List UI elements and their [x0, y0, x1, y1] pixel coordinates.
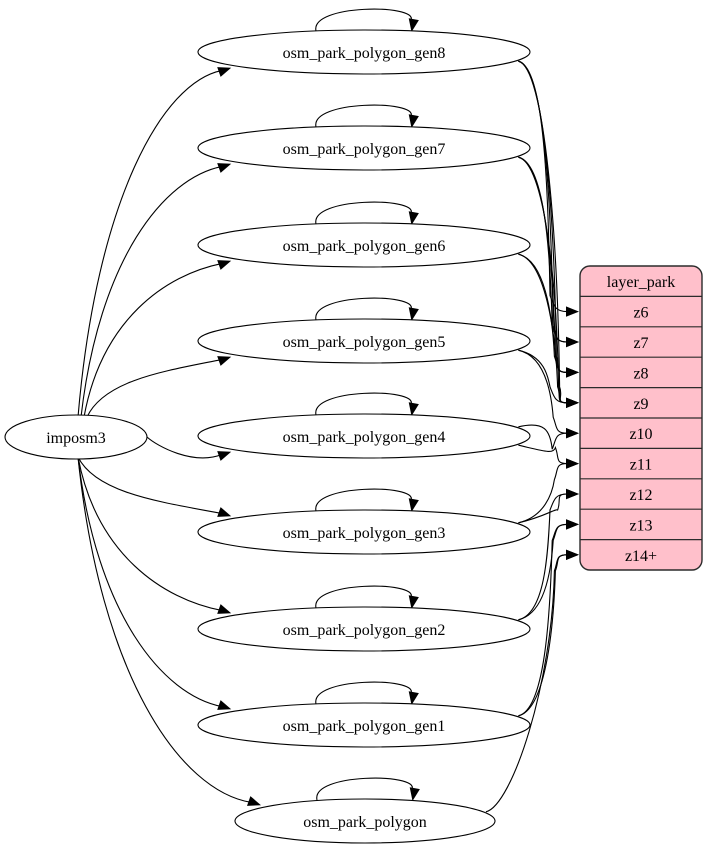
- self-loop-osm_park_polygon_gen5: [315, 297, 412, 321]
- arrow-imposm3-to-node: [217, 451, 232, 461]
- arrow-self-loop: [409, 787, 420, 801]
- edge-osm_park_polygon_gen3-to-z12: [518, 493, 568, 524]
- table-row-z6[interactable]: z6: [633, 305, 648, 322]
- self-loop-osm_park_polygon_gen2: [315, 585, 412, 609]
- table-row-z11[interactable]: z11: [630, 457, 653, 474]
- node-osm_park_polygon_gen1[interactable]: [197, 702, 531, 748]
- self-loop-osm_park_polygon: [316, 777, 413, 801]
- arrow-imposm3-to-node: [217, 604, 232, 614]
- arrow-to-row-z14plus: [566, 549, 579, 560]
- edge-osm_park_polygon-to-z14plus: [485, 554, 568, 813]
- node-osm_park_polygon_gen6[interactable]: [197, 222, 531, 268]
- self-loop-osm_park_polygon_gen1: [315, 681, 412, 705]
- node-osm_park_polygon_gen8-label: osm_park_polygon_gen8: [283, 45, 446, 62]
- self-loop-osm_park_polygon_gen7: [315, 104, 412, 128]
- node-osm_park_polygon_gen7-label: osm_park_polygon_gen7: [283, 141, 446, 158]
- arrow-self-loop: [408, 114, 419, 128]
- table-row-z9[interactable]: z9: [633, 396, 648, 413]
- table-row-z14plus[interactable]: z14+: [625, 548, 657, 565]
- node-osm_park_polygon_gen4[interactable]: [197, 413, 531, 459]
- table-row-z12[interactable]: z12: [629, 487, 652, 504]
- edge-imposm3-to-osm_park_polygon_gen8: [77, 69, 223, 418]
- node-osm_park_polygon[interactable]: [234, 798, 496, 844]
- edge-osm_park_polygon_gen4-to-z10: [518, 424, 568, 450]
- arrow-imposm3-to-node: [217, 260, 232, 270]
- table-row-z8[interactable]: z8: [633, 365, 648, 382]
- node-osm_park_polygon_gen5-label: osm_park_polygon_gen5: [283, 334, 446, 351]
- self-loop-osm_park_polygon_gen6: [315, 201, 412, 225]
- arrow-self-loop: [408, 402, 419, 416]
- edge-osm_park_polygon_gen8-to-z9: [518, 60, 568, 404]
- self-loop-osm_park_polygon_gen3: [315, 488, 412, 512]
- arrow-imposm3-to-node: [247, 796, 261, 806]
- edge-osm_park_polygon_gen1-to-z14plus: [518, 554, 568, 717]
- edge-osm_park_polygon_gen2-to-z13: [518, 523, 568, 621]
- edge-osm_park_polygon_gen5-to-z10: [518, 349, 568, 434]
- table-row-z7[interactable]: z7: [633, 335, 648, 352]
- node-osm_park_polygon_gen3-label: osm_park_polygon_gen3: [283, 525, 446, 542]
- node-osm_park_polygon_gen8[interactable]: [197, 29, 531, 75]
- arrow-to-row-z10: [566, 428, 579, 439]
- node-imposm3[interactable]: [4, 414, 148, 460]
- node-osm_park_polygon_gen7[interactable]: [197, 125, 531, 171]
- layer-park-table: layer_park z6 z7 z8 z9 z10 z11 z12 z13 z14+: [579, 265, 703, 571]
- edge-osm_park_polygon_gen8-to-z7: [518, 60, 568, 343]
- arrow-self-loop: [408, 498, 419, 512]
- node-imposm3-label: imposm3: [46, 430, 106, 447]
- edge-osm_park_polygon_gen2-to-z12: [518, 493, 568, 621]
- node-osm_park_polygon_gen3[interactable]: [197, 509, 531, 555]
- edge-imposm3-to-osm_park_polygon_gen1: [77, 456, 223, 708]
- arrow-self-loop: [408, 307, 419, 321]
- arrow-to-row-z9: [566, 397, 579, 408]
- edge-imposm3-to-osm_park_polygon_gen5: [86, 358, 223, 418]
- arrow-to-row-z6: [566, 306, 579, 317]
- edge-osm_park_polygon_gen6-to-z9: [518, 253, 568, 404]
- table-border: [579, 265, 703, 571]
- edge-osm_park_polygon_gen8-to-z6: [518, 60, 568, 313]
- arrow-self-loop: [408, 595, 419, 609]
- arrow-imposm3-to-node: [217, 163, 232, 173]
- arrow-to-row-z8: [566, 367, 579, 378]
- node-osm_park_polygon_gen4-label: osm_park_polygon_gen4: [283, 429, 446, 446]
- self-loop-osm_park_polygon_gen8: [315, 8, 412, 32]
- edge-osm_park_polygon_gen1-to-z13: [518, 523, 568, 717]
- arrow-to-row-z12: [566, 488, 579, 500]
- arrow-self-loop: [408, 18, 419, 32]
- edge-osm_park_polygon_gen4-to-z11: [518, 444, 568, 465]
- edge-osm_park_polygon_gen3-to-z11: [518, 463, 568, 524]
- arrow-imposm3-to-node: [217, 356, 232, 366]
- edge-imposm3-to-osm_park_polygon_gen7: [80, 165, 223, 418]
- node-osm_park_polygon_gen1-label: osm_park_polygon_gen1: [283, 718, 446, 735]
- node-osm_park_polygon_gen2[interactable]: [197, 606, 531, 652]
- arrow-to-row-z7: [566, 336, 579, 348]
- edge-imposm3-to-osm_park_polygon_gen3: [77, 456, 223, 515]
- edge-osm_park_polygon_gen6-to-z8: [518, 253, 568, 373]
- arrow-to-row-z11: [566, 458, 579, 469]
- table-row-z10[interactable]: z10: [629, 426, 652, 443]
- node-osm_park_polygon-label: osm_park_polygon: [303, 814, 427, 831]
- self-loop-osm_park_polygon_gen4: [315, 392, 412, 416]
- edge-osm_park_polygon_gen8-to-z8: [518, 60, 568, 373]
- arrow-to-row-z13: [566, 519, 579, 530]
- node-osm_park_polygon_gen2-label: osm_park_polygon_gen2: [283, 622, 446, 639]
- node-osm_park_polygon_gen5[interactable]: [197, 318, 531, 364]
- edge-imposm3-to-osm_park_polygon_gen6: [83, 262, 223, 418]
- edge-osm_park_polygon_gen5-to-z9: [518, 349, 568, 404]
- arrow-imposm3-to-node: [217, 700, 232, 710]
- arrow-imposm3-to-node: [217, 67, 232, 77]
- edge-imposm3-to-osm_park_polygon: [77, 456, 253, 804]
- node-osm_park_polygon_gen6-label: osm_park_polygon_gen6: [283, 238, 446, 255]
- arrow-imposm3-to-node: [217, 507, 232, 517]
- arrow-self-loop: [408, 691, 419, 705]
- edge-layer: [77, 8, 579, 813]
- table-row-z13[interactable]: z13: [629, 517, 652, 534]
- arrow-self-loop: [408, 211, 419, 225]
- edge-imposm3-to-osm_park_polygon_gen2: [77, 456, 223, 612]
- node-layer: imposm3 osm_park_polygon_gen8 osm_park_pol…: [4, 29, 531, 844]
- table-title: layer_park: [607, 274, 675, 291]
- edge-imposm3-to-osm_park_polygon_gen4: [146, 436, 223, 459]
